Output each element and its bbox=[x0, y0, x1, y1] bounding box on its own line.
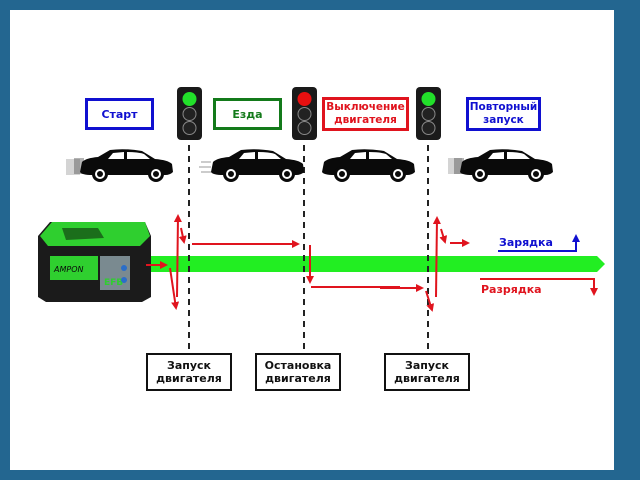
event-box-engine-stop: Остановка двигателя bbox=[255, 353, 341, 391]
stage-label-restart: Повторный запуск bbox=[466, 97, 541, 131]
light-green-lit bbox=[421, 92, 436, 106]
battery-brand-label: AMPON bbox=[53, 265, 83, 274]
energy-band bbox=[146, 256, 605, 272]
event-box-text: Запуск двигателя bbox=[156, 359, 222, 385]
current-flow-arrows bbox=[146, 214, 470, 312]
event-box-text: Запуск двигателя bbox=[394, 359, 460, 385]
stage-label-engine-off: Выключение двигателя bbox=[322, 97, 409, 131]
car-2 bbox=[199, 149, 304, 182]
car-4 bbox=[448, 149, 553, 182]
event-box-text: Остановка двигателя bbox=[264, 359, 332, 385]
car-1 bbox=[66, 149, 173, 182]
light-green-lit bbox=[182, 92, 197, 106]
battery: AMPON EFB bbox=[38, 222, 151, 302]
stage-label-text: Езда bbox=[232, 107, 263, 121]
charge-indicator-arrow bbox=[498, 234, 580, 252]
charge-label: Зарядка bbox=[499, 236, 553, 249]
discharge-indicator-arrow bbox=[480, 278, 598, 296]
traffic-light-3 bbox=[416, 87, 441, 140]
traffic-light-1 bbox=[177, 87, 202, 140]
discharge-label: Разрядка bbox=[481, 283, 542, 296]
stage-label-text: Выключение двигателя bbox=[326, 101, 405, 126]
stage-label-start: Старт bbox=[85, 98, 154, 130]
battery-type-label: EFB bbox=[104, 278, 123, 288]
car-3 bbox=[322, 149, 415, 182]
stage-label-text: Старт bbox=[101, 107, 138, 121]
event-box-engine-start-1: Запуск двигателя bbox=[146, 353, 232, 391]
light-red-lit bbox=[297, 92, 312, 106]
event-box-engine-start-2: Запуск двигателя bbox=[384, 353, 470, 391]
stage-label-driving: Езда bbox=[213, 98, 282, 130]
stage-label-text: Повторный запуск bbox=[469, 101, 538, 126]
traffic-light-2 bbox=[292, 87, 317, 140]
